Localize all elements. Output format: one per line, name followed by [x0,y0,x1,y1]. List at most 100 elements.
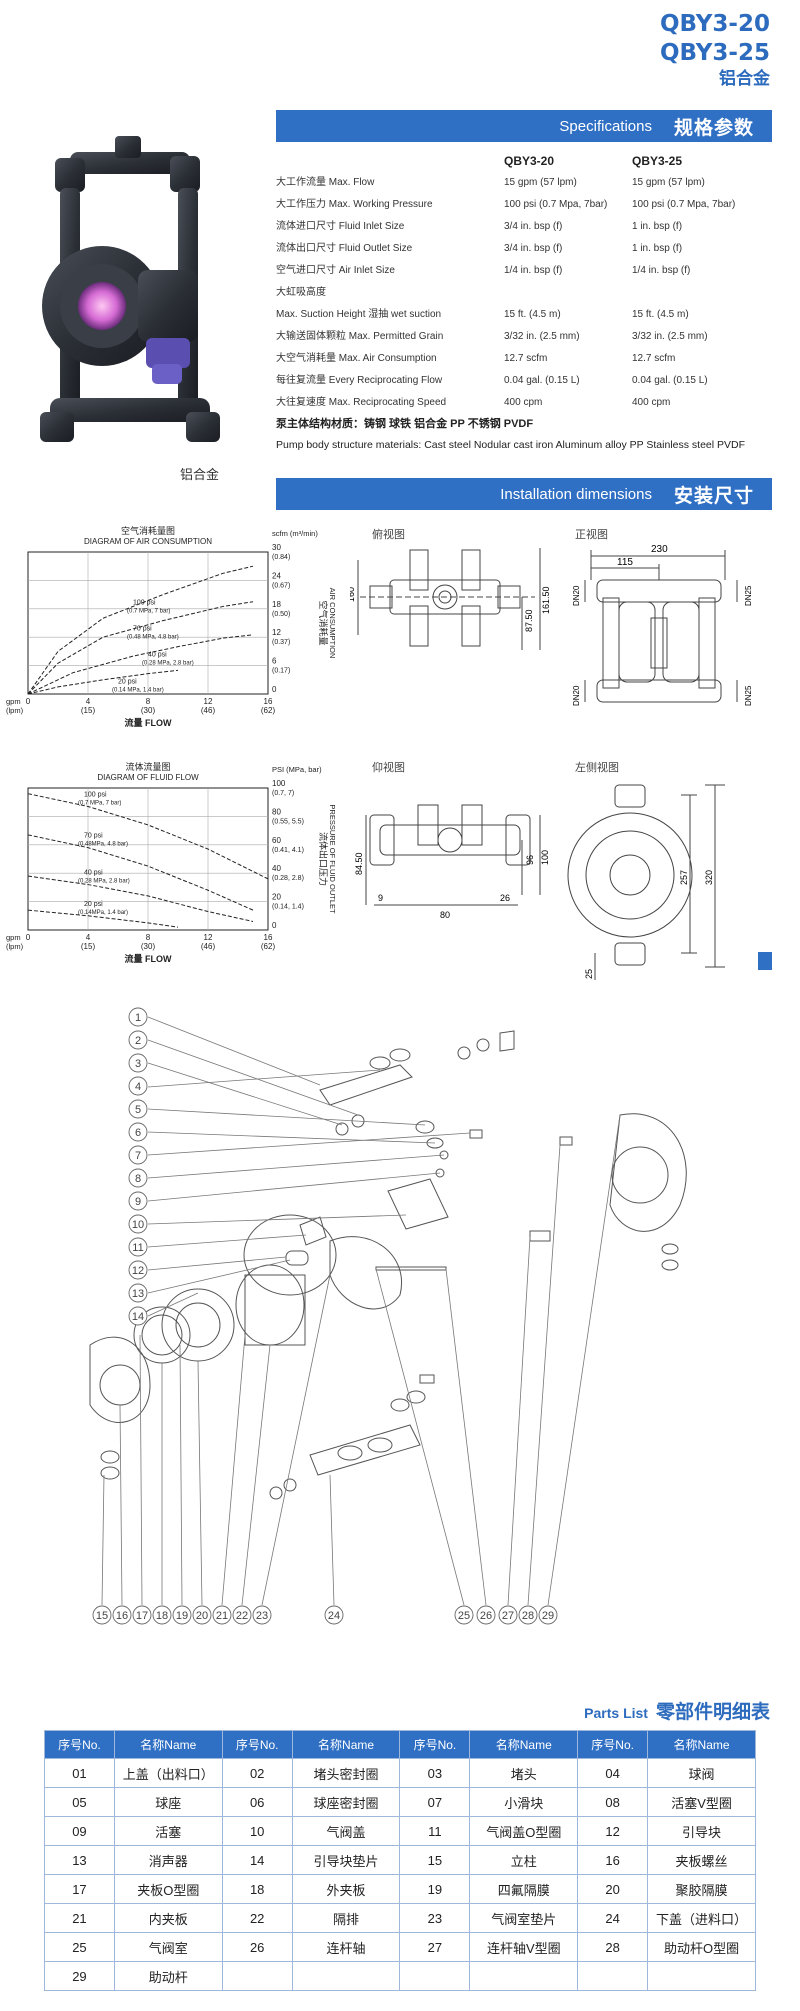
material-title: 铝合金 [719,69,770,88]
y-unit-label: scfm (m³/min) [272,529,318,538]
parts-header-cell: 名称Name [469,1730,579,1759]
callout-number: 16 [116,1610,128,1622]
part-name-cell: 连杆轴 [291,1932,401,1962]
install-bar-en: Installation dimensions [500,485,652,503]
spec-value-1: 0.04 gal. (0.15 L) [504,375,580,386]
callout-circle [192,1605,212,1625]
series-label: 40 psi [148,652,167,659]
part-number-cell [577,1961,649,1991]
bottom-view-label: 仰视图 [372,762,405,774]
material-list-cn: 泵主体结构材质：铸钢 球铁 铝合金 PP 不锈钢 PVDF [276,418,534,430]
dim-230: 230 [651,544,668,555]
callout-number: 26 [480,1610,492,1622]
part-number-cell: 04 [577,1758,649,1788]
part-name-cell: 夹板螺丝 [647,1845,756,1875]
dim-dn20-bottom: DN20 [572,685,581,706]
dim-100: 100 [540,850,550,865]
callout-circle [212,1605,232,1625]
spec-bar-en: Specifications [559,117,652,135]
spec-label: 大往复速度 Max. Reciprocating Speed [276,397,447,408]
part-number-cell: 09 [44,1816,115,1846]
part-name-cell: 球阀 [647,1758,756,1788]
part-number-cell: 06 [221,1787,293,1817]
series-sub-label: (0.48MPa, 4.8 bar) [78,842,128,848]
left-view-drawing: 257 320 25 [567,784,725,980]
part-number-cell: 16 [577,1845,649,1875]
callout-number: 7 [135,1150,141,1162]
x-tick-sub-label: (62) [261,706,276,715]
callout-number: 25 [458,1610,470,1622]
part-number-cell: 15 [399,1845,471,1875]
parts-header-cell: 序号No. [577,1730,649,1759]
model-header: QBY3-20 QBY3-25 铝合金 [660,10,770,90]
y-unit-label: PSI (MPa, bar) [272,765,322,774]
callout-number: 10 [132,1219,144,1231]
parts-list-title: Parts List 零部件明细表 [584,1697,770,1724]
y-tick-sub-label: (0.28, 2.8) [272,875,304,882]
part-number-cell: 28 [577,1932,649,1962]
dim-84-50: 84.50 [354,852,364,875]
install-bar-cn: 安装尺寸 [673,485,754,507]
front-view-drawing: 230 115 DN20 DN25 DN20 DN25 [572,544,753,706]
front-view-label: 正视图 [575,529,608,541]
parts-header-cell: 名称Name [647,1730,756,1759]
part-number-cell: 25 [44,1932,115,1962]
y-tick-label: 40 [272,864,281,873]
callout-number: 14 [132,1311,144,1323]
part-name-cell: 消声器 [113,1845,223,1875]
callout-circle [232,1605,252,1625]
side-accent-block [758,952,772,970]
y-axis-label-en: AIR CONSUMPTION [328,588,337,659]
chart-subtitle: DIAGRAM OF AIR CONSUMPTION [84,537,212,546]
x-tick-label: 12 [204,933,213,942]
series-label: 20 psi [84,901,103,908]
callout-number: 6 [135,1127,141,1139]
callout-circle [92,1605,112,1625]
part-name-cell: 球座密封圈 [291,1787,401,1817]
parts-header-cell: 序号No. [399,1730,471,1759]
y-axis-label-en: PRESSURE OF FLUID OUTLET [328,804,337,914]
part-name-cell: 堵头 [469,1758,579,1788]
series-sub-label: (0.7 MPa, 7 bar) [78,800,121,806]
x-axis-label: 流量 FLOW [125,953,172,964]
x-tick-sub-label: (15) [81,942,96,951]
y-tick-label: 18 [272,600,281,609]
x-unit-bottom: (lpm) [6,706,24,715]
callout-circle [128,1191,148,1211]
callout-circle [128,1122,148,1142]
callout-circle [128,1007,148,1027]
y-tick-label: 60 [272,836,281,845]
dim-dn25-bottom: DN25 [744,685,753,706]
specifications-bar: Specifications 规格参数 [276,110,772,142]
part-number-cell [399,1961,471,1991]
series-label: 100 psi [133,600,156,607]
y-tick-label: 80 [272,807,281,816]
dim-25: 25 [584,969,594,979]
part-number-cell: 19 [399,1874,471,1904]
part-number-cell: 21 [44,1903,115,1933]
part-name-cell: 隔排 [291,1903,401,1933]
part-name-cell: 引导块垫片 [291,1845,401,1875]
series-line [27,565,254,695]
part-number-cell: 02 [221,1758,293,1788]
y-tick-label: 24 [272,571,281,580]
part-number-cell: 23 [399,1903,471,1933]
callout-circle [476,1605,496,1625]
callout-number: 4 [135,1081,141,1093]
part-name-cell: 四氟隔膜 [469,1874,579,1904]
spec-label: 流体出口尺寸 Fluid Outlet Size [276,243,413,254]
dim-26: 26 [500,893,510,903]
y-tick-label: 12 [272,628,281,637]
y-axis-label-cn: 空气消耗量 [318,600,329,645]
part-name-cell: 气阀室 [113,1932,223,1962]
series-line [27,793,269,880]
callout-number: 21 [216,1610,228,1622]
dim-dn25-top: DN25 [744,585,753,606]
part-name-cell: 立柱 [469,1845,579,1875]
